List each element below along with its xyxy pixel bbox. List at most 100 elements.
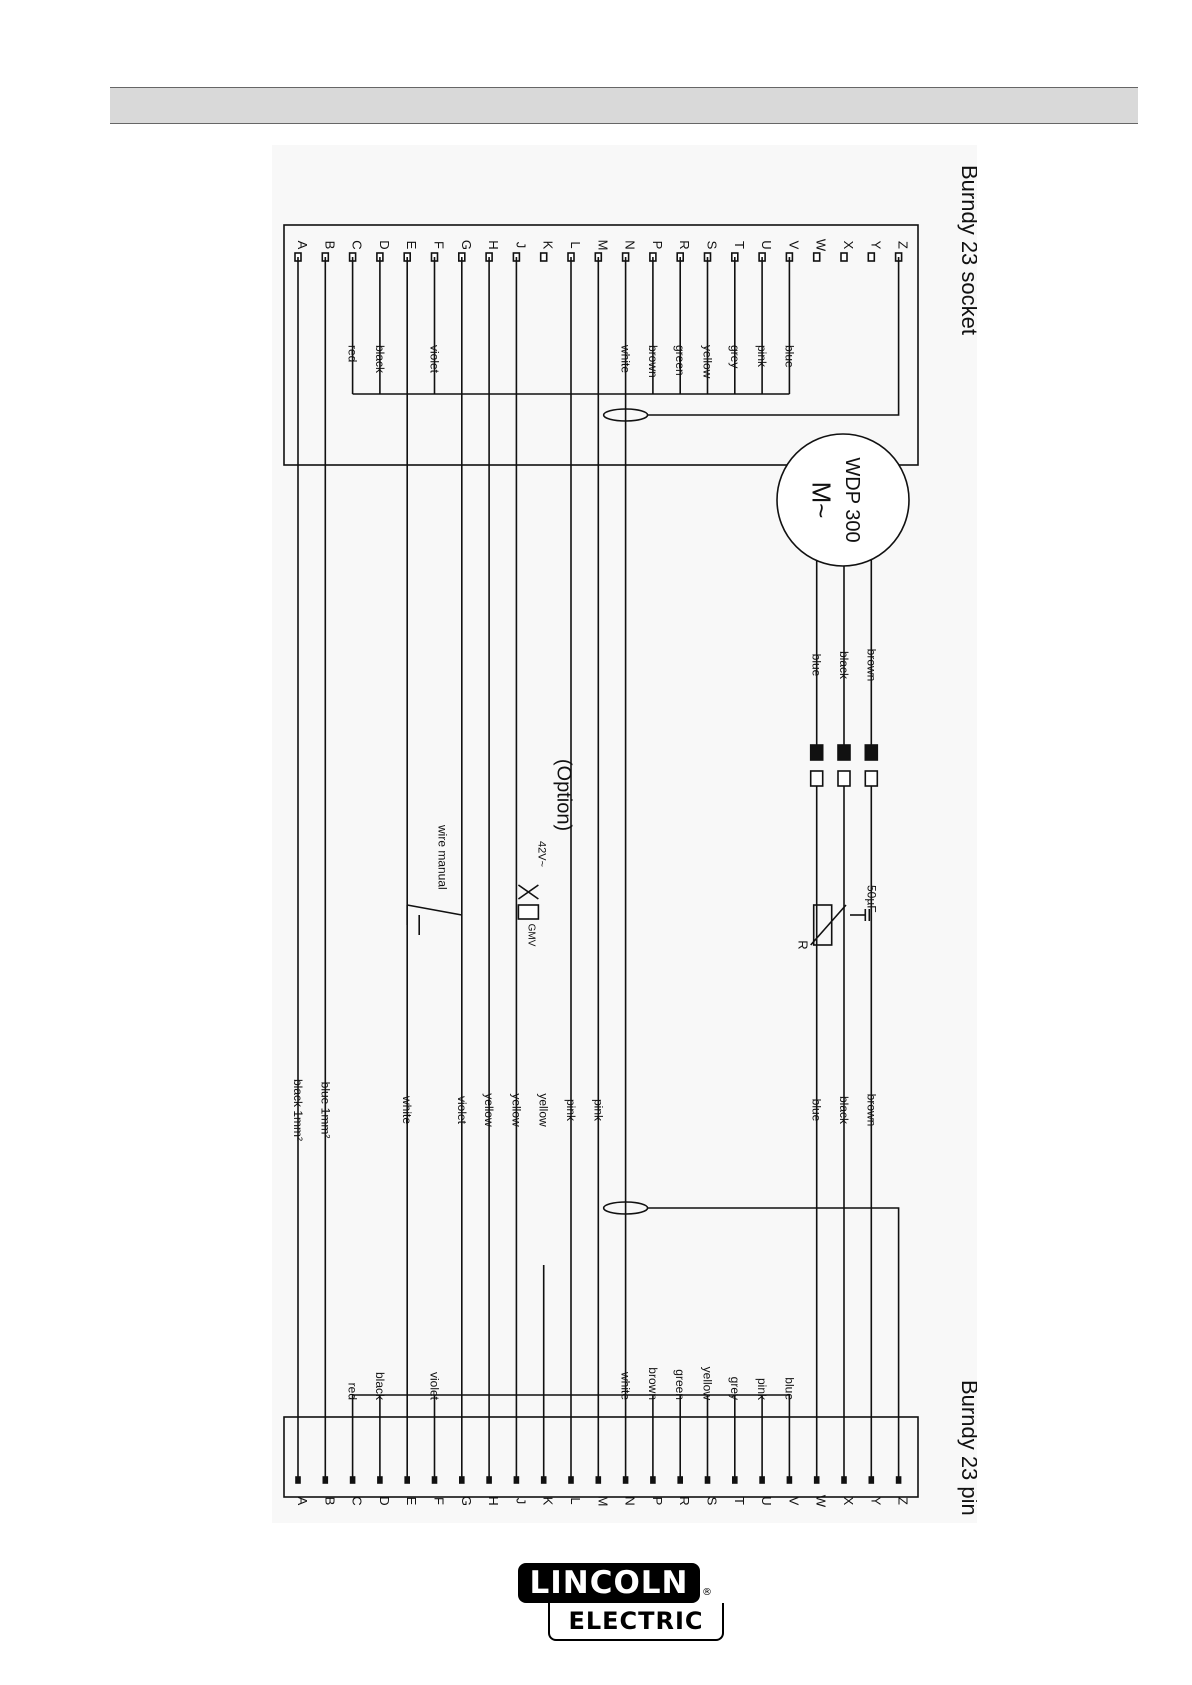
pin-bundle-label-C: red xyxy=(346,1383,360,1400)
socket-pin-letter-J: J xyxy=(513,242,528,249)
capacitor-plates xyxy=(864,909,871,921)
mid-label-E: white xyxy=(400,1095,414,1124)
socket-bundle-label-V: blue xyxy=(782,345,796,368)
socket-pin-letter-X: X xyxy=(841,241,856,250)
socket-pin-letter-Y: Y xyxy=(868,241,883,250)
socket-pin-X xyxy=(840,252,848,262)
motor-socket-Y xyxy=(864,770,879,787)
socket-pin-letter-H: H xyxy=(486,240,501,249)
socket-bundle-label-C: red xyxy=(346,345,360,362)
pin-pin-letter-J: J xyxy=(513,1498,528,1505)
resistor-arrow xyxy=(810,904,847,946)
socket-connector-box xyxy=(283,224,919,466)
pin-pin-letter-L: L xyxy=(568,1497,583,1504)
socket-pin-letter-G: G xyxy=(459,240,474,250)
socket-pin-letter-U: U xyxy=(759,240,774,249)
socket-bundle-label-D: black xyxy=(373,345,387,374)
mid-label-M: pink xyxy=(591,1099,605,1122)
registered-mark: ® xyxy=(702,1587,712,1598)
socket-bundle-label-S: yellow xyxy=(701,345,715,379)
resistor-label: R xyxy=(796,940,811,949)
capacitor-label: 50µF xyxy=(864,885,878,913)
socket-pin-letter-D: D xyxy=(377,240,392,249)
switch-blade xyxy=(407,904,462,916)
socket-bundle-label-N: white xyxy=(619,344,633,373)
mid-label-Y: brown xyxy=(864,1094,878,1127)
pin-pin-letter-V: V xyxy=(786,1497,801,1506)
socket-pin-letter-S: S xyxy=(705,241,720,250)
pin-pin-letter-G: G xyxy=(459,1496,474,1506)
mid-label-J: yellow xyxy=(509,1093,523,1127)
resistor-body xyxy=(812,904,833,946)
motor-socket-X xyxy=(837,770,851,787)
pin-pin-letter-Y: Y xyxy=(868,1497,883,1506)
pin-pin-letter-D: D xyxy=(377,1496,392,1505)
logo-lincoln-block: LINCOLN xyxy=(518,1563,700,1603)
switch-label: wire manual xyxy=(436,824,450,890)
mid-label-L: pink xyxy=(564,1099,578,1122)
pin-bundle-label-P: brown xyxy=(646,1367,660,1400)
pin-pin-letter-U: U xyxy=(759,1496,774,1505)
socket-pin-letter-T: T xyxy=(732,241,747,249)
pin-pin-letter-R: R xyxy=(677,1496,692,1505)
motor-socket-W xyxy=(809,770,824,787)
logo-lincoln-text: LINCOLN xyxy=(529,1565,689,1601)
socket-pin-Y xyxy=(867,252,876,262)
lincoln-electric-logo: LINCOLN ® ELECTRIC xyxy=(518,1563,728,1643)
shield-socket-side xyxy=(602,408,649,422)
pin-pin-letter-P: P xyxy=(650,1497,665,1506)
motor-lead-label-Y: brown xyxy=(864,649,878,682)
socket-pin-letter-M: M xyxy=(595,240,610,251)
motor-plug-W xyxy=(809,744,824,761)
shield-drain-socket xyxy=(647,257,900,416)
pin-bundle-label-D: black xyxy=(373,1372,387,1401)
pin-connector-label: Burndy 23 pin xyxy=(957,1380,977,1516)
mid-label-B: blue 1mm² xyxy=(318,1082,332,1139)
valve-symbol xyxy=(517,884,539,900)
socket-pin-letter-Z: Z xyxy=(896,241,911,249)
mid-label-G: violet xyxy=(455,1096,469,1125)
pin-pin-letter-A: A xyxy=(295,1497,310,1506)
pin-bundle-label-S: yellow xyxy=(701,1367,715,1401)
option-label: (Option) xyxy=(553,759,575,831)
socket-bundle-label-P: brown xyxy=(646,345,660,378)
socket-bundle-label-T: grey xyxy=(728,345,742,368)
socket-pin-letter-K: K xyxy=(541,241,556,250)
motor-plug-Y xyxy=(864,744,879,761)
pin-bundle-label-F: violet xyxy=(428,1372,442,1401)
socket-bundle-label-F: violet xyxy=(428,345,442,374)
pin-connector-box xyxy=(283,1416,919,1498)
motor-lead-label-W: blue xyxy=(810,654,824,677)
socket-connector-label: Burndy 23 socket xyxy=(957,165,977,335)
pin-pin-letter-C: C xyxy=(350,1496,365,1505)
pin-pin-letter-B: B xyxy=(322,1497,337,1506)
pin-pin-letter-X: X xyxy=(841,1497,856,1506)
socket-pin-letter-L: L xyxy=(568,241,583,248)
mid-label-X: black xyxy=(837,1096,851,1125)
pin-bundle-label-U: pink xyxy=(755,1378,769,1401)
socket-pin-letter-R: R xyxy=(677,240,692,249)
mid-label-A: black 1mm² xyxy=(291,1079,305,1141)
pin-pin-letter-E: E xyxy=(404,1497,419,1506)
socket-bundle-label-U: pink xyxy=(755,345,769,368)
pin-pin-letter-S: S xyxy=(705,1497,720,1506)
header-bar xyxy=(110,87,1138,124)
mid-label-K: yellow xyxy=(537,1093,551,1127)
socket-pin-letter-B: B xyxy=(322,241,337,250)
logo-electric-text: ELECTRIC xyxy=(568,1607,704,1635)
socket-pin-letter-C: C xyxy=(350,240,365,249)
socket-pin-letter-N: N xyxy=(623,240,638,249)
pin-pin-letter-K: K xyxy=(541,1497,556,1506)
shield-drain-pin xyxy=(647,1207,900,1480)
pin-pin-letter-Z: Z xyxy=(896,1497,911,1505)
motor-plug-X xyxy=(837,744,851,761)
pin-bundle-label-N: white xyxy=(619,1371,633,1400)
socket-pin-letter-V: V xyxy=(786,241,801,250)
pin-pin-letter-N: N xyxy=(623,1496,638,1505)
motor-model: WDP 300 xyxy=(841,457,863,542)
pin-pin-letter-W: W xyxy=(814,1495,829,1508)
pin-bundle-label-V: blue xyxy=(782,1377,796,1400)
pin-bundle-label-R: green xyxy=(673,1369,687,1400)
logo-electric-block: ELECTRIC xyxy=(548,1603,724,1641)
